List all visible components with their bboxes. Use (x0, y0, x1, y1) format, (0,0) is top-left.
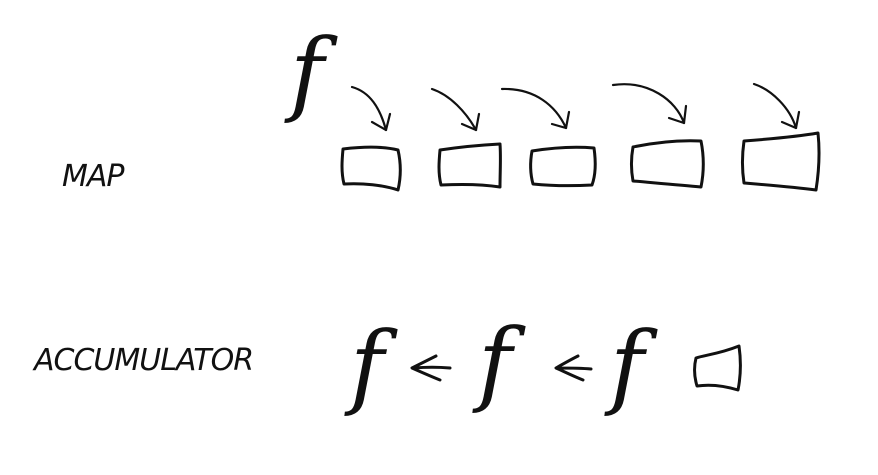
accumulator-f-1: f (344, 312, 398, 419)
map-box-2 (437, 142, 502, 189)
map-arrow-3 (500, 87, 571, 130)
map-arrow-1 (350, 85, 392, 132)
accumulator-arrow-2 (554, 354, 593, 382)
map-arrow-2 (430, 87, 481, 132)
accumulator-f-2: f (472, 309, 526, 416)
accumulator-box (693, 344, 742, 392)
accumulator-arrow-1 (410, 354, 452, 382)
map-function-f: f (284, 19, 338, 126)
map-arrow-4 (611, 83, 688, 125)
accumulator-label: ACCUMULATOR (32, 343, 253, 378)
map-box-3 (529, 145, 597, 188)
accumulator-section: ACCUMULATOR f f f (32, 309, 742, 419)
map-box-1 (340, 145, 402, 192)
map-arrow-5 (752, 82, 801, 130)
map-box-5 (741, 131, 821, 192)
accumulator-f-3: f (604, 312, 658, 419)
map-label: MAP (62, 159, 125, 194)
map-box-4 (630, 139, 705, 189)
map-section: MAP f (62, 19, 821, 194)
